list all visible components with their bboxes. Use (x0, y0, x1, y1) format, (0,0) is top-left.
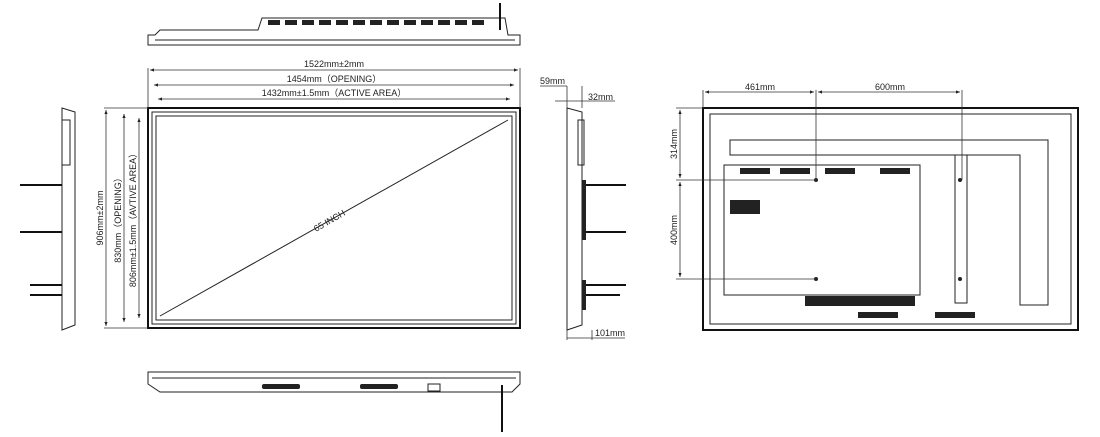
height-active-label: 806mm±1.5mm（AVTIVE AREA） (128, 149, 138, 287)
top-view (147, 3, 521, 46)
depth-top-label: 59mm (540, 76, 565, 86)
width-opening-label: 1454mm（OPENING） (287, 74, 382, 84)
width-total-label: 1522mm±2mm (304, 59, 364, 69)
front-view: 65 INCH 1522mm±2mm 1454mm（OPENING） 1432m… (95, 59, 521, 329)
height-opening-label: 830mm（OPENING） (113, 173, 123, 263)
v-offset-label: 314mm (669, 129, 679, 159)
depth-bottom-label: 101mm (595, 328, 625, 338)
vesa-w-label: 600mm (875, 82, 905, 92)
depth-mid-label: 32mm (588, 92, 613, 102)
left-side-view (20, 107, 76, 331)
width-active-label: 1432mm±1.5mm（ACTIVE AREA） (262, 88, 406, 98)
bottom-view (147, 371, 521, 432)
diagonal-label: 65 INCH (312, 208, 347, 234)
vesa-h-label: 400mm (669, 215, 679, 245)
back-view: 461mm 600mm 314mm 400mm (669, 82, 1079, 331)
right-side-view: 59mm 32mm 101mm (540, 76, 626, 340)
h-offset-label: 461mm (745, 82, 775, 92)
height-total-label: 906mm±2mm (95, 191, 105, 246)
